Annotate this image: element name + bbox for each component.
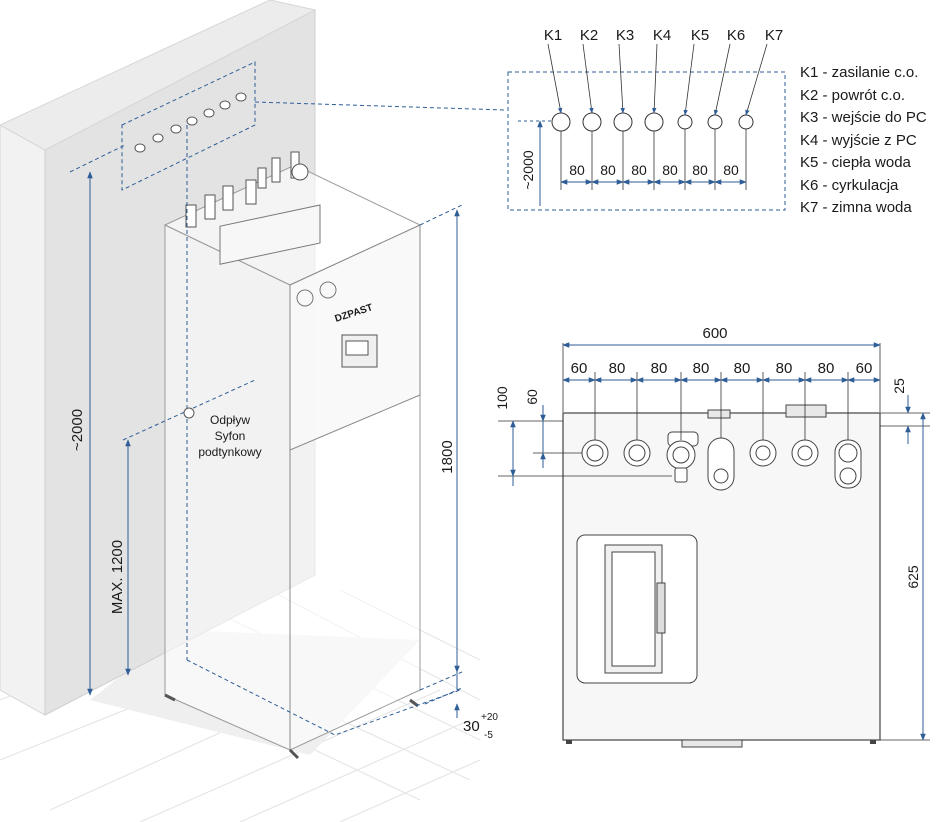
dim-left-arrows xyxy=(510,405,546,486)
detail-frame xyxy=(507,71,786,211)
legend-item-k1: K1 - zasilanie c.o. xyxy=(800,64,919,81)
label-seg-4: 80 xyxy=(693,360,710,377)
label-left-inner: 60 xyxy=(524,389,540,405)
drain-outlet xyxy=(122,379,256,441)
label-spacing-5: 80 xyxy=(692,162,708,178)
label-k6: K6 xyxy=(727,27,745,44)
connection-leaders xyxy=(547,43,768,116)
label-seg-1: 60 xyxy=(571,360,588,377)
label-k1: K1 xyxy=(544,27,562,44)
label-right-offset: 25 xyxy=(891,378,907,394)
legend-item-k6: K6 - cyrkulacja xyxy=(800,176,899,194)
label-left-outer: 100 xyxy=(494,386,510,410)
legend-item-k5: K5 - ciepła woda xyxy=(800,154,911,171)
label-seg-7: 80 xyxy=(818,360,835,377)
label-k2: K2 xyxy=(580,27,598,44)
label-unit-height: 1800 xyxy=(439,440,456,473)
label-k4: K4 xyxy=(653,27,671,44)
wall-connection-zone xyxy=(121,61,256,191)
heat-pump-unit xyxy=(163,164,422,760)
unit-pipes xyxy=(185,151,309,228)
label-spacing-4: 80 xyxy=(662,162,678,178)
wall-pipes xyxy=(134,92,247,153)
drain-label-line3: podtynkowy xyxy=(198,445,261,459)
label-detail-height: ~2000 xyxy=(520,150,536,190)
connections-detail: ~2000 K1 K2 K3 K4 K5 K6 K7 xyxy=(507,27,786,211)
label-top-depth: 625 xyxy=(905,565,921,589)
connection-circles xyxy=(551,112,754,132)
legend: K1 - zasilanie c.o. K2 - powrót c.o. K3 … xyxy=(800,62,927,220)
label-floor-gap-minus: -5 xyxy=(484,730,493,741)
label-k3: K3 xyxy=(616,27,634,44)
drain-label-line1: Odpływ xyxy=(210,413,250,427)
dim-floor-gap xyxy=(424,672,463,718)
label-top-width: 600 xyxy=(702,325,727,342)
dim-unit-height xyxy=(419,204,463,691)
label-seg-6: 80 xyxy=(776,360,793,377)
legend-item-k2: K2 - powrót c.o. xyxy=(800,86,906,104)
label-floor-gap-plus: +20 xyxy=(481,712,498,723)
dim-top-width xyxy=(562,342,881,412)
label-seg-8: 60 xyxy=(856,360,873,377)
label-wall-height: ~2000 xyxy=(69,409,86,451)
dim-right-arrows xyxy=(905,395,926,741)
label-spacing-2: 80 xyxy=(600,162,616,178)
dim-segments xyxy=(594,372,849,440)
top-view-connectors xyxy=(581,431,862,491)
label-drain-height: MAX. 1200 xyxy=(109,540,126,614)
top-view: 600 60 80 80 80 80 80 80 60 xyxy=(494,325,930,748)
label-k7: K7 xyxy=(765,27,783,44)
legend-item-k4: K4 - wyjście z PC xyxy=(800,131,917,149)
legend-item-k3: K3 - wejście do PC xyxy=(800,109,927,126)
floor-outline xyxy=(186,659,461,736)
isometric-view: DZPAST Odpływ Syfon podtynkowy ~2000 xyxy=(0,0,506,822)
dim-wall-height xyxy=(69,144,126,696)
label-k5: K5 xyxy=(691,27,709,44)
top-view-panel xyxy=(576,534,698,684)
label-spacing-1: 80 xyxy=(569,162,585,178)
legend-item-k7: K7 - zimna woda xyxy=(800,199,912,216)
label-seg-5: 80 xyxy=(734,360,751,377)
label-seg-2: 80 xyxy=(609,360,626,377)
label-spacing-6: 80 xyxy=(723,162,739,178)
label-floor-gap: 30 xyxy=(463,718,480,735)
spacing-extension-lines xyxy=(560,129,747,190)
drain-label-line2: Syfon xyxy=(215,429,246,443)
label-spacing-3: 80 xyxy=(631,162,647,178)
label-seg-3: 80 xyxy=(651,360,668,377)
